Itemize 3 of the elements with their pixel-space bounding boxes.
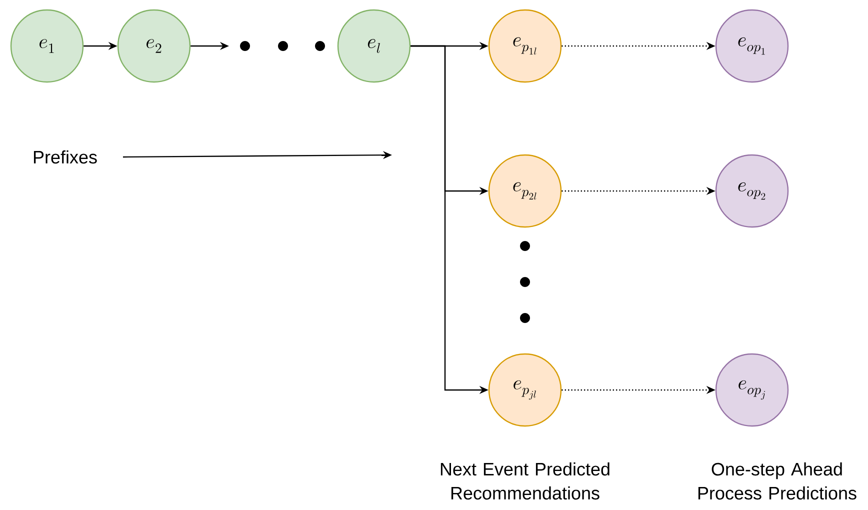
caption-text: Prefixes [34,150,97,164]
caption-text: Next Event Predicted Recommendations [440,462,610,500]
caption-text: One-step Ahead Process Predictions [698,462,856,500]
